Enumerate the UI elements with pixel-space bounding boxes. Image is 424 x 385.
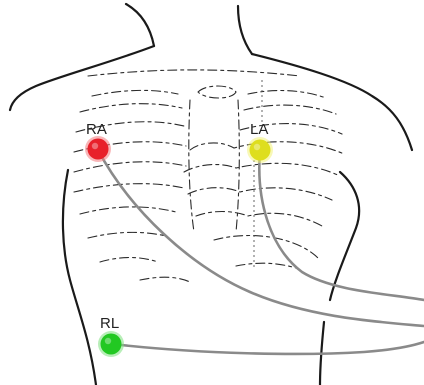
electrode-dot-la (250, 140, 271, 161)
sternum-right-edge (236, 100, 239, 232)
rib-left-7 (80, 207, 176, 214)
electrode-pad-rl (98, 331, 124, 357)
rib-left-6 (74, 184, 184, 192)
rib-right-5 (184, 163, 340, 176)
electrode-shine-rl (105, 338, 111, 344)
rib-right-7 (196, 212, 322, 227)
electrode-label-rl: RL (100, 315, 119, 332)
electrode-dot-ra (88, 139, 109, 160)
lead-wires (98, 150, 424, 354)
neck-right-line (238, 6, 252, 54)
electrode-shine-la (254, 144, 260, 150)
right-flank-line (330, 172, 359, 300)
electrode-label-la: LA (250, 121, 268, 138)
rib-left-2 (80, 104, 182, 112)
rib-right-1 (248, 91, 326, 98)
left-flank-line (63, 170, 96, 385)
rib-left-8 (88, 232, 166, 238)
right-shoulder-line (252, 54, 412, 150)
rib-left-10 (140, 277, 190, 282)
neck-left-line (126, 4, 154, 46)
clavicle-line (88, 70, 300, 76)
lead-wire-rl (112, 342, 424, 354)
manubrium (198, 86, 236, 98)
rib-left-1 (92, 90, 178, 96)
rib-right-9 (236, 263, 296, 268)
electrode-shine-ra (92, 143, 98, 149)
lead-wire-ra (98, 150, 424, 326)
midclavicular-guide-line (254, 80, 262, 270)
torso-outline (10, 4, 412, 385)
rib-left-5 (74, 162, 186, 172)
sternum-left-edge (189, 100, 194, 232)
electrode-pad-ra (85, 136, 111, 162)
electrode-label-ra: RA (86, 121, 107, 138)
rib-right-8 (214, 236, 318, 259)
electrode-pad-la (247, 137, 273, 163)
electrode-dot-rl (101, 334, 122, 355)
rib-right-2 (244, 105, 336, 114)
rib-left-9 (100, 258, 158, 263)
left-shoulder-line (10, 46, 154, 110)
